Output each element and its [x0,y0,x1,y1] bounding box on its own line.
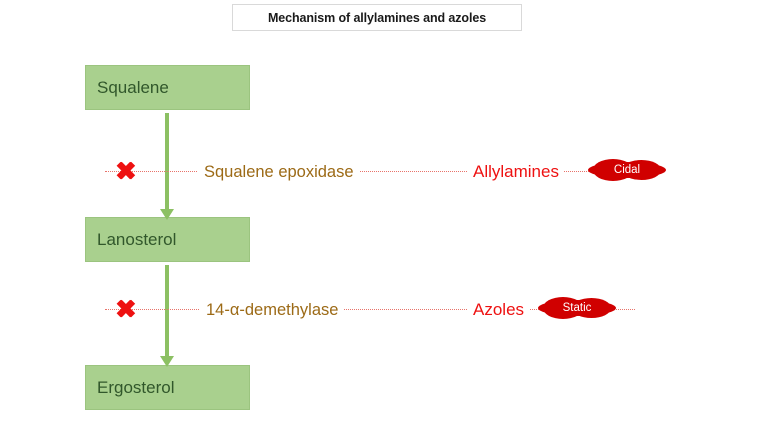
inhibition-row-14-alpha-demethylase: ✖ 14-α-demethylase Azoles Static [100,293,740,327]
effect-badge-static: Static [538,297,616,319]
diagram-title: Mechanism of allylamines and azoles [267,10,487,25]
arrow-head [160,209,174,220]
metabolite-box-ergosterol: Ergosterol [85,365,250,410]
effect-badge-cidal: Cidal [588,159,666,181]
down-arrow-icon [160,265,174,367]
diagram-title-box: Mechanism of allylamines and azoles [232,4,522,31]
down-arrow-icon [160,113,174,220]
effect-badge-label: Static [562,302,592,314]
metabolite-box-squalene: Squalene [85,65,250,110]
badge-blob-shape [572,298,612,318]
arrow-head [160,356,174,367]
enzyme-label: 14-α-demethylase [200,293,345,327]
inhibition-row-squalene-epoxidase: ✖ Squalene epoxidase Allylamines Cidal [100,155,740,189]
badge-blob-shape [592,159,634,181]
inhibition-dotted-line [105,171,635,172]
enzyme-label: Squalene epoxidase [198,155,360,189]
metabolite-box-lanosterol: Lanosterol [85,217,250,262]
badge-blob-shape [542,297,584,319]
block-x-icon: ✖ [115,157,137,187]
inhibition-dotted-line [105,309,635,310]
badge-blob-shape [622,160,662,180]
metabolite-label: Lanosterol [97,229,177,249]
arrow-shaft [165,265,169,356]
effect-badge-label: Cidal [613,164,641,176]
block-x-icon: ✖ [115,295,137,325]
drug-class-label: Azoles [468,293,530,327]
drug-class-label: Allylamines [468,155,564,189]
arrow-shaft [165,113,169,209]
metabolite-label: Squalene [97,77,169,97]
metabolite-label: Ergosterol [97,377,175,397]
